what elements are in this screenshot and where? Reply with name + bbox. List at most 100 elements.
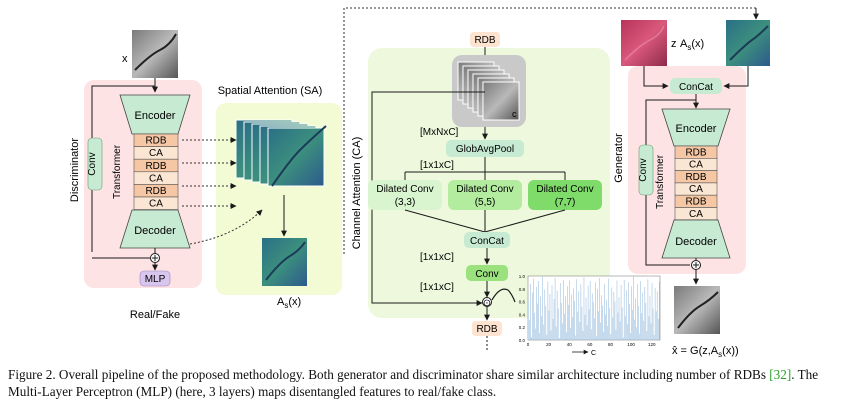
chart-bar bbox=[532, 292, 533, 340]
chart-bar bbox=[631, 286, 632, 340]
chart-bar bbox=[597, 288, 598, 340]
chart-bar bbox=[621, 307, 623, 340]
chart-bar bbox=[649, 295, 651, 340]
chart-bar bbox=[617, 312, 619, 340]
dilated-conv-name: Dilated Conv bbox=[536, 184, 593, 195]
chart-bar bbox=[596, 336, 597, 340]
chart-bar bbox=[642, 292, 644, 340]
chart-bar bbox=[657, 318, 659, 340]
mlp-label: MLP bbox=[145, 274, 166, 285]
chart-bar bbox=[537, 303, 538, 340]
dilated-conv-param: (5,5) bbox=[475, 197, 496, 208]
chart-bar bbox=[575, 335, 577, 340]
dilated-conv-box bbox=[528, 180, 602, 210]
chart-bar bbox=[540, 296, 541, 340]
chart-x-tick: 120 bbox=[648, 342, 656, 347]
chart-bar bbox=[551, 284, 553, 340]
disc-ca-label: CA bbox=[149, 148, 163, 159]
ca-dim-pool: [1x1xC] bbox=[420, 160, 454, 171]
z-label: z bbox=[671, 38, 677, 50]
caption-reference-link[interactable]: [32] bbox=[769, 367, 792, 382]
chart-bar bbox=[622, 337, 624, 340]
chart-bar bbox=[607, 325, 608, 340]
chart-bar bbox=[653, 334, 655, 340]
ca-dim-concat: [1x1xC] bbox=[420, 252, 454, 263]
disc-ca-label: CA bbox=[149, 173, 163, 184]
chart-bar bbox=[644, 286, 646, 340]
chart-bar bbox=[545, 306, 547, 340]
chart-bar bbox=[549, 293, 551, 340]
chart-bar bbox=[624, 315, 626, 340]
chart-bar bbox=[643, 320, 645, 340]
gen-rdb-label: RDB bbox=[685, 147, 706, 158]
pipeline-diagram: Discriminator x Conv Encoder Transformer… bbox=[69, 7, 770, 359]
chart-x-tick: 20 bbox=[546, 342, 552, 347]
chart-bar bbox=[603, 331, 604, 340]
chart-bar bbox=[557, 308, 559, 340]
caption-text-a: Figure 2. Overall pipeline of the propos… bbox=[8, 367, 770, 382]
figure-caption: Figure 2. Overall pipeline of the propos… bbox=[8, 366, 838, 400]
generator-conv bbox=[638, 144, 654, 196]
chart-bar bbox=[588, 309, 590, 340]
discriminator-bypass-line bbox=[91, 85, 155, 252]
chart-bar bbox=[559, 283, 561, 340]
chart-bar bbox=[627, 324, 628, 340]
ca-concat-label: ConCat bbox=[470, 236, 504, 247]
chart-bar bbox=[658, 281, 660, 340]
gen-ca-label: CA bbox=[689, 184, 703, 195]
disc-rdb-label: RDB bbox=[145, 161, 166, 172]
chart-bar bbox=[610, 334, 612, 340]
chart-bar bbox=[541, 316, 542, 340]
generator-decoder bbox=[661, 219, 731, 259]
chart-bar bbox=[533, 278, 534, 340]
chart-bar bbox=[625, 290, 627, 340]
dilated-conv-param: (7,7) bbox=[555, 197, 576, 208]
chart-bar bbox=[598, 311, 599, 340]
ca-rdb-bottom-label: RDB bbox=[476, 324, 497, 335]
generator-noise-image bbox=[621, 20, 667, 66]
discriminator-label: Discriminator bbox=[69, 138, 81, 203]
chart-bar bbox=[650, 323, 652, 340]
generator-concat-label: ConCat bbox=[679, 82, 713, 93]
chart-bar bbox=[608, 278, 610, 340]
chart-bar bbox=[576, 279, 578, 340]
chart-bar bbox=[656, 291, 658, 340]
dilated-conv-name: Dilated Conv bbox=[376, 184, 433, 195]
chart-bar bbox=[543, 324, 545, 340]
chart-bar bbox=[585, 297, 587, 340]
ca-multiply-symbol: ⊙ bbox=[483, 298, 491, 309]
chart-bar bbox=[542, 276, 544, 340]
chart-y-tick: 0.4 bbox=[519, 312, 526, 317]
discriminator-encoder-label: Encoder bbox=[135, 110, 176, 122]
chart-bar bbox=[579, 322, 581, 340]
gen-rdb-label: RDB bbox=[685, 197, 706, 208]
chart-bar bbox=[634, 319, 635, 340]
chart-bar bbox=[580, 284, 582, 340]
chart-bar bbox=[628, 282, 629, 340]
chart-bar bbox=[623, 279, 625, 340]
ca-feature-map-stack bbox=[457, 61, 520, 121]
chart-bar bbox=[601, 295, 602, 340]
disc-ca-label: CA bbox=[149, 199, 163, 210]
chart-x-tick: 40 bbox=[567, 342, 573, 347]
generator-conv-label: Conv bbox=[638, 158, 649, 181]
chart-bar bbox=[615, 329, 617, 340]
chart-bar bbox=[554, 277, 556, 340]
ca-c-label: c bbox=[512, 109, 517, 119]
ca-rdb-bottom bbox=[472, 321, 502, 336]
chart-bar bbox=[646, 331, 648, 340]
disc-rdb-label: RDB bbox=[145, 136, 166, 147]
chart-bar bbox=[614, 301, 616, 340]
caption-text-b: . The Multi-Layer Perceptron (MLP) (here… bbox=[8, 367, 819, 399]
chart-bar bbox=[586, 325, 588, 340]
chart-bar bbox=[530, 283, 531, 340]
chart-bar bbox=[573, 288, 574, 340]
chart-bar bbox=[529, 320, 530, 340]
chart-bar bbox=[563, 279, 564, 340]
ca-concat-box bbox=[464, 232, 510, 248]
chart-bar bbox=[620, 284, 622, 340]
chart-y-tick: 0.0 bbox=[519, 338, 526, 343]
chart-bar bbox=[595, 282, 596, 340]
chart-bar bbox=[651, 283, 653, 340]
